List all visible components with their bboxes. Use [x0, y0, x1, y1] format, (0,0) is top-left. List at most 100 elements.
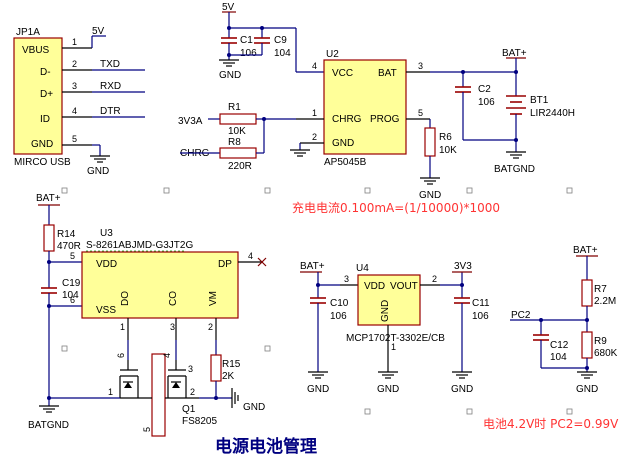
c19-value: 104: [62, 290, 79, 301]
u3-pin-vm: VM: [208, 291, 219, 306]
u3-pin-do: DO: [120, 291, 131, 306]
gnd-label: GND: [307, 384, 329, 395]
r14-value: 470R: [57, 241, 81, 252]
usb-pin-label: VBUS: [22, 45, 50, 56]
r8-value: 220R: [228, 161, 252, 172]
u3-body: [81, 251, 239, 319]
q1-pin-number: 2: [190, 387, 195, 397]
net-label-rxd: RXD: [100, 81, 121, 92]
net-label-5v: 5V: [222, 2, 235, 13]
grid-markers: [61, 187, 573, 415]
c9-value: 104: [274, 48, 291, 59]
net-label-pc2: PC2: [511, 310, 531, 321]
net-label-batgnd: BATGND: [494, 164, 535, 175]
c12-ref: C12: [550, 340, 569, 351]
usb-connector-body: [13, 37, 63, 155]
u3-pin-vss: VSS: [96, 305, 116, 316]
net-label-bat: BAT+: [573, 245, 598, 256]
r7-ref: R7: [594, 284, 607, 295]
r9-ref: R9: [594, 336, 607, 347]
gnd-label: GND: [243, 402, 265, 413]
u2-pin-vcc: VCC: [332, 68, 353, 79]
q1-pin-number: 1: [108, 387, 113, 397]
u4-part: MCP1702T-3302E/CB: [346, 333, 445, 344]
gnd-label: GND: [576, 384, 598, 395]
r9-value: 680K: [594, 348, 618, 359]
r15-value: 2K: [222, 371, 235, 382]
r14-ref: R14: [57, 229, 76, 240]
u4-pin-number: 3: [344, 274, 349, 284]
q1-ref: Q1: [182, 404, 196, 415]
net-label-5v: 5V: [92, 26, 105, 37]
usb-pin-label: D-: [40, 67, 51, 78]
u2-pin-number: 1: [312, 108, 317, 118]
r8-resistor: [219, 147, 257, 159]
r6-value: 10K: [439, 145, 457, 156]
u2-pin-number: 4: [312, 61, 317, 71]
r9-resistor: [581, 331, 593, 359]
r7-resistor: [581, 279, 593, 307]
usb-pin-label: ID: [40, 114, 50, 125]
bt1-value: LIR2440H: [530, 108, 575, 119]
u2-pin-bat: BAT: [378, 68, 397, 79]
r1-resistor: [219, 113, 257, 125]
q1-pin-number: 3: [188, 364, 193, 374]
bt1-ref: BT1: [530, 95, 549, 106]
u3-pin-number: 3: [170, 322, 175, 332]
gnd-label: GND: [219, 70, 241, 81]
net-label-bat: BAT+: [300, 261, 325, 272]
usb-pin-number: 2: [72, 59, 77, 69]
u2-pin-number: 5: [418, 108, 423, 118]
c19-ref: C19: [62, 278, 81, 289]
usb-pin-number: 4: [72, 106, 77, 116]
net-label-bat: BAT+: [36, 193, 61, 204]
q1-pin-number: 4: [162, 353, 172, 358]
u3-pin-dp: DP: [218, 259, 232, 270]
u3-pin-vdd: VDD: [96, 259, 117, 270]
u3-pin-co: CO: [168, 291, 179, 306]
divider-section: BAT+ R7 2.2M R9 680K GND PC2 C12 104 电池4…: [483, 245, 619, 431]
usb-connector-name: MIRCO USB: [14, 157, 71, 168]
net-label-batgnd: BATGND: [28, 420, 69, 431]
u4-body: [357, 274, 421, 326]
c10-value: 106: [330, 311, 347, 322]
r6-ref: R6: [439, 132, 452, 143]
usb-pin-number: 3: [72, 81, 77, 91]
r7-value: 2.2M: [594, 296, 616, 307]
gnd-label: GND: [87, 166, 109, 177]
u4-ref: U4: [356, 263, 369, 274]
u3-pin-number: 4: [248, 251, 253, 261]
usb-connector-ref: JP1A: [16, 27, 40, 38]
c1-value: 106: [240, 48, 257, 59]
u2-pin-number: 3: [418, 61, 423, 71]
r15-resistor: [210, 354, 222, 382]
net-label-bat: BAT+: [502, 48, 527, 59]
q1-pin-number: 6: [116, 353, 126, 358]
schematic-title: 电源电池管理: [215, 436, 317, 457]
q1-part: FS8205: [182, 416, 217, 427]
usb-connector: JP1A VBUS D- D+ ID GND MIRCO USB 1 2 3 4…: [13, 26, 145, 177]
usb-pin-number: 1: [72, 37, 77, 47]
q1-diode-icon: [172, 382, 180, 388]
usb-pin-label: D+: [40, 89, 53, 100]
ldo-section: BAT+ 3 U4 VDD VOUT GND 2 3V3 MCP1702T-33…: [300, 261, 490, 395]
u3-pin-number: 6: [70, 295, 75, 305]
c9-ref: C9: [274, 35, 287, 46]
u3-pin-number: 5: [70, 251, 75, 261]
u4-pin-number: 2: [432, 274, 437, 284]
usb-pin-label: GND: [31, 139, 53, 150]
c2-ref: C2: [478, 84, 491, 95]
c12-value: 104: [550, 352, 567, 363]
net-label-dtr: DTR: [100, 106, 121, 117]
q1-body: [151, 353, 166, 437]
u4-pin-number: 1: [391, 342, 396, 352]
u2-pin-number: 2: [312, 132, 317, 142]
u2-ref: U2: [326, 49, 339, 60]
u3-ref: U3: [100, 228, 113, 239]
gnd-label: GND: [377, 384, 399, 395]
r6-resistor: [424, 127, 436, 157]
gnd-label: GND: [419, 190, 441, 201]
u3-pin-number: 1: [120, 322, 125, 332]
net-label-3v3a: 3V3A: [178, 116, 203, 127]
r8-ref: R8: [228, 137, 241, 148]
